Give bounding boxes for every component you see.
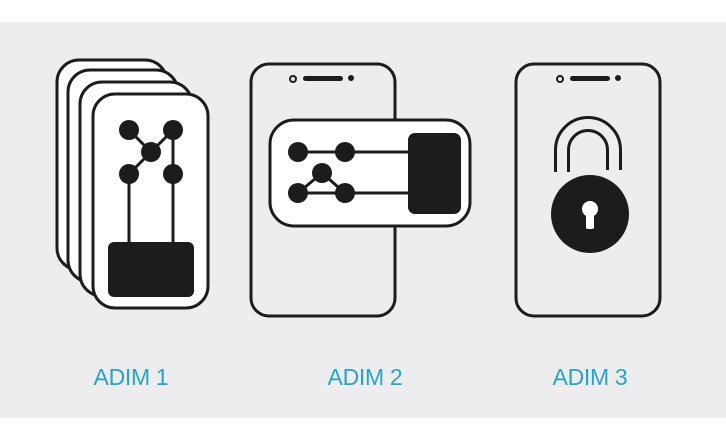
step-1-label: ADIM 1 [93, 364, 169, 390]
phone-with-card-icon [249, 62, 472, 318]
stacked-cards-circuit-icon [55, 58, 210, 310]
step-2-label: ADIM 2 [327, 364, 403, 390]
phone-unlocked-padlock-icon [514, 62, 662, 318]
step-3-label: ADIM 3 [552, 364, 628, 390]
